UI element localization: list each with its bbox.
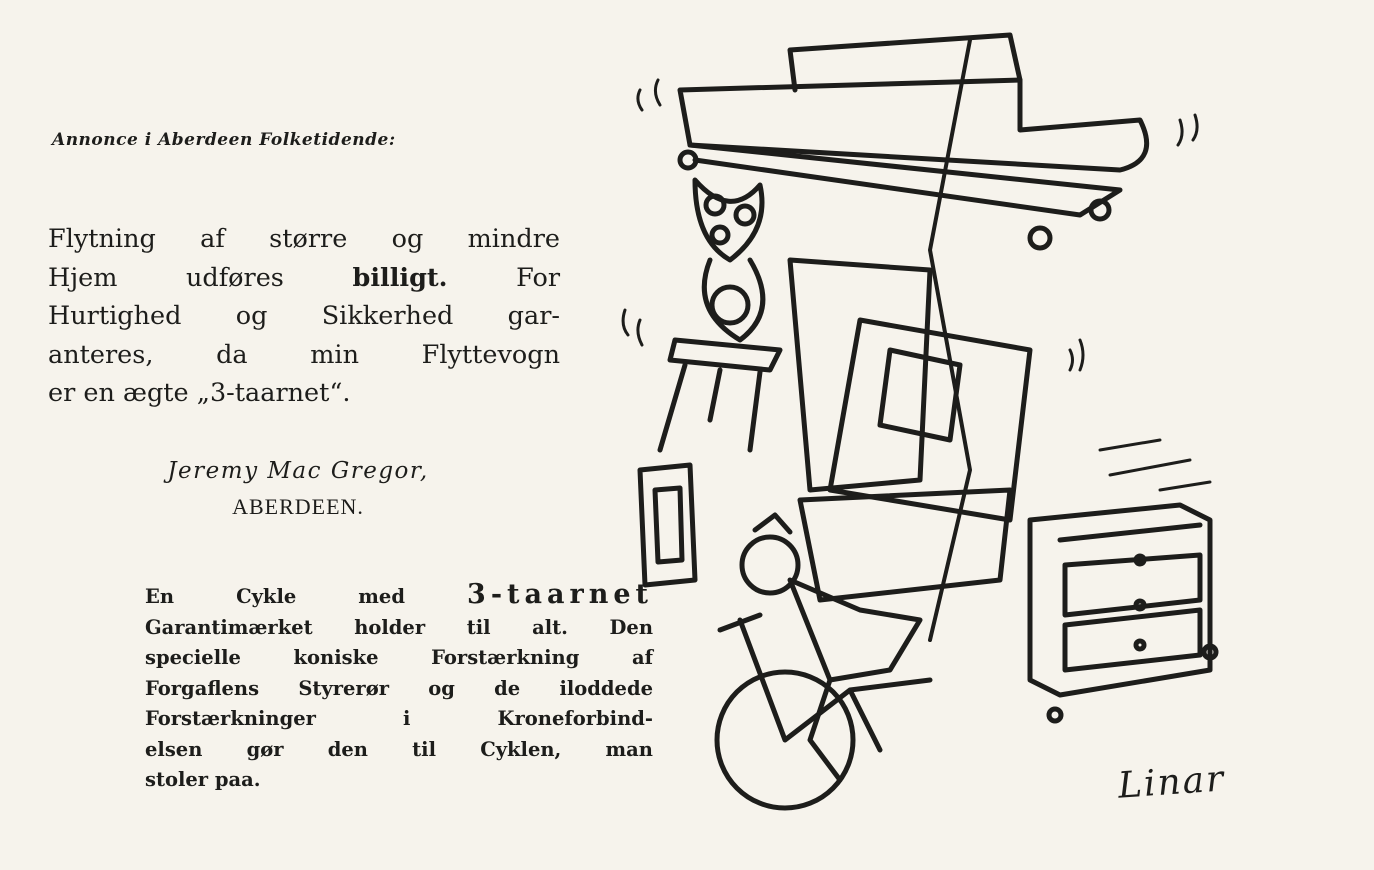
bicycle-line: stoler paa. bbox=[145, 768, 261, 791]
artist-signature: Linar bbox=[1116, 758, 1227, 807]
wardrobe-drawing bbox=[787, 257, 1033, 603]
bicycle-line: Forstærkninger i Kroneforbind- bbox=[145, 707, 653, 730]
advert-line: Flytning af større og mindre bbox=[48, 224, 560, 254]
bicycle-advert: En Cykle med 3-taarnet Garantimærket hol… bbox=[145, 579, 653, 796]
advert-emphasis: billigt. bbox=[352, 262, 448, 293]
moving-advert: Flytning af større og mindre Hjem udføre… bbox=[48, 220, 560, 413]
rope-drawing bbox=[928, 38, 972, 642]
lantern-drawing bbox=[637, 462, 698, 588]
advertiser-city: ABERDEEN. bbox=[232, 494, 364, 519]
cyclist-drawing bbox=[739, 512, 923, 783]
ad-source-heading: Annonce i Aberdeen Folketidende: bbox=[52, 130, 396, 150]
bicycle-line: Garantimærket holder til alt. Den bbox=[145, 615, 653, 639]
advert-line: Hjem udføres billigt. For bbox=[48, 259, 560, 298]
chest-of-drawers-drawing bbox=[1027, 502, 1219, 724]
stool-drawing bbox=[657, 337, 783, 453]
advert-line: er en ægte „3-taarnet“. bbox=[48, 378, 351, 408]
bicycle-line: En Cykle med 3-taarnet bbox=[145, 579, 653, 613]
advert-line: Hurtighed og Sikkerhed gar- bbox=[48, 301, 560, 331]
bicycle-line: Forgaflens Styrerør og de iloddede bbox=[145, 676, 653, 700]
brand-name: 3-taarnet bbox=[467, 579, 653, 610]
advert-text: Hjem udføres bbox=[48, 262, 284, 293]
bicycle-drawing bbox=[714, 612, 933, 811]
bicycle-intro: En Cykle med bbox=[145, 585, 405, 608]
advert-line: anteres, da min Flyttevogn bbox=[48, 339, 560, 370]
motion-lines-drawing bbox=[621, 78, 1212, 492]
bicycle-line: elsen gør den til Cyklen, man bbox=[145, 737, 653, 761]
bicycle-line: specielle koniske Forstærkning af bbox=[145, 646, 653, 669]
cartoon-illustration bbox=[621, 32, 1219, 811]
advertiser-name: Jeremy Mac Gregor, bbox=[167, 458, 429, 484]
flower-vase-drawing bbox=[692, 177, 766, 343]
advert-text: For bbox=[516, 262, 561, 293]
bed-drawing bbox=[677, 32, 1150, 251]
